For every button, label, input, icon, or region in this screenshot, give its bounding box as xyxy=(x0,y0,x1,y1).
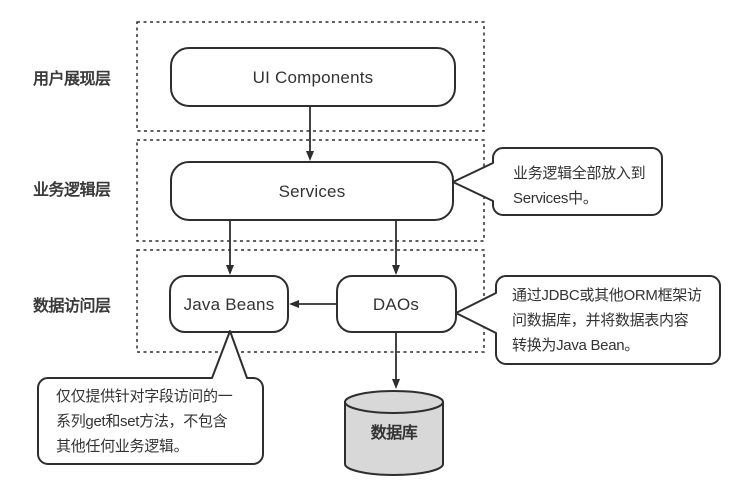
layer-label-presentation: 用户展现层 xyxy=(33,71,111,88)
services-callout-text: 业务逻辑全部放入到 Services中。 xyxy=(513,165,646,207)
services-callout-bubble xyxy=(452,147,663,216)
database-label: 数据库 xyxy=(370,425,418,442)
layer-label-data-access: 数据访问层 xyxy=(33,298,111,315)
ui-components-box xyxy=(170,47,456,107)
ui-components-label: UI Components xyxy=(252,68,374,87)
daos-callout-text: 通过JDBC或其他ORM框架访 问数据库，并将数据表内容 转换为Java Bea… xyxy=(512,287,702,354)
database-cylinder-body xyxy=(344,401,444,476)
services-box xyxy=(170,161,454,221)
java-beans-callout-bubble xyxy=(37,330,264,465)
daos-label: DAOs xyxy=(372,295,420,314)
layer-label-business: 业务逻辑层 xyxy=(33,182,111,199)
java-beans-label: Java Beans xyxy=(183,295,275,314)
daos-callout-bubble xyxy=(455,275,721,365)
database-cylinder-top xyxy=(344,390,444,414)
services-label: Services xyxy=(278,182,346,201)
daos-box xyxy=(336,275,457,333)
java-beans-callout-text: 仅仅提供针对字段访问的一 系列get和set方法，不包含 其他任何业务逻辑。 xyxy=(56,388,233,455)
